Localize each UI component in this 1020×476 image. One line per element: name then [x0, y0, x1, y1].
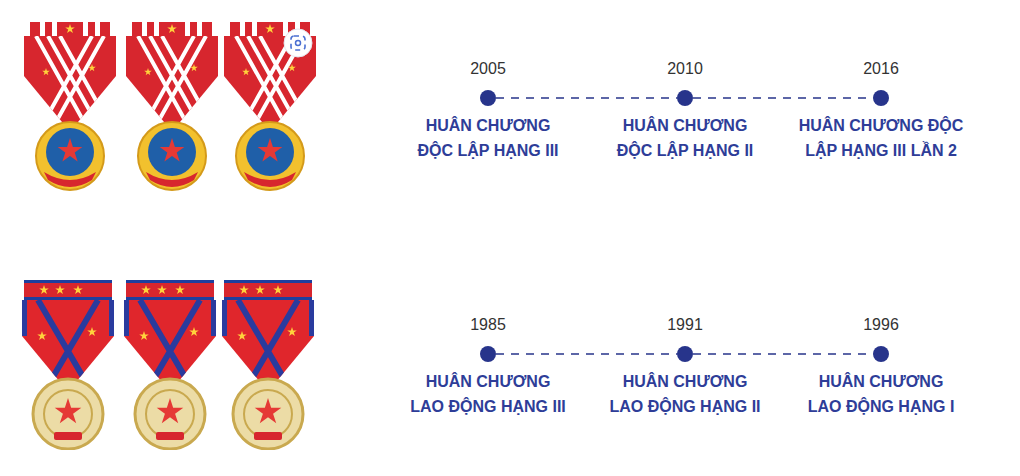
year-label: 1996: [863, 316, 899, 334]
year-label: 1985: [470, 316, 506, 334]
timeline-dot: 1996HUÂN CHƯƠNG LAO ĐỘNG HẠNG I: [873, 346, 889, 362]
timeline-connector: [693, 353, 873, 355]
award-name: HUÂN CHƯƠNG ĐỘC LẬP HẠNG III LẦN 2: [781, 113, 981, 163]
zoom-button: [284, 29, 312, 57]
award-name: HUÂN CHƯƠNG ĐỘC LẬP HẠNG III: [388, 113, 588, 163]
timeline-dot: 1985HUÂN CHƯƠNG LAO ĐỘNG HẠNG III: [480, 346, 496, 362]
medal-doc-lap: [122, 22, 222, 190]
zoom-icon: [296, 41, 301, 46]
award-name: HUÂN CHƯƠNG LAO ĐỘNG HẠNG II: [585, 369, 785, 419]
award-name: HUÂN CHƯƠNG LAO ĐỘNG HẠNG I: [781, 369, 981, 419]
timeline-dot: 2016HUÂN CHƯƠNG ĐỘC LẬP HẠNG III LẦN 2: [873, 90, 889, 106]
zoom-icon: [291, 36, 305, 50]
timeline-connector: [496, 97, 677, 99]
year-label: 2010: [667, 60, 703, 78]
timeline-connector: [693, 97, 873, 99]
timeline-dot: 2005HUÂN CHƯƠNG ĐỘC LẬP HẠNG III: [480, 90, 496, 106]
medal-lao-dong: [18, 280, 118, 449]
medal-doc-lap: [220, 22, 320, 190]
award-name: HUÂN CHƯƠNG LAO ĐỘNG HẠNG III: [388, 369, 588, 419]
year-label: 2016: [863, 60, 899, 78]
timeline-connector: [496, 353, 677, 355]
award-name: HUÂN CHƯƠNG ĐỘC LẬP HẠNG II: [585, 113, 785, 163]
timeline-dot: 2010HUÂN CHƯƠNG ĐỘC LẬP HẠNG II: [677, 90, 693, 106]
medal-lao-dong: [218, 280, 318, 449]
year-label: 1991: [667, 316, 703, 334]
timeline-dot: 1991HUÂN CHƯƠNG LAO ĐỘNG HẠNG II: [677, 346, 693, 362]
year-label: 2005: [470, 60, 506, 78]
medal-lao-dong: [120, 280, 220, 449]
medal-doc-lap: [20, 22, 120, 190]
